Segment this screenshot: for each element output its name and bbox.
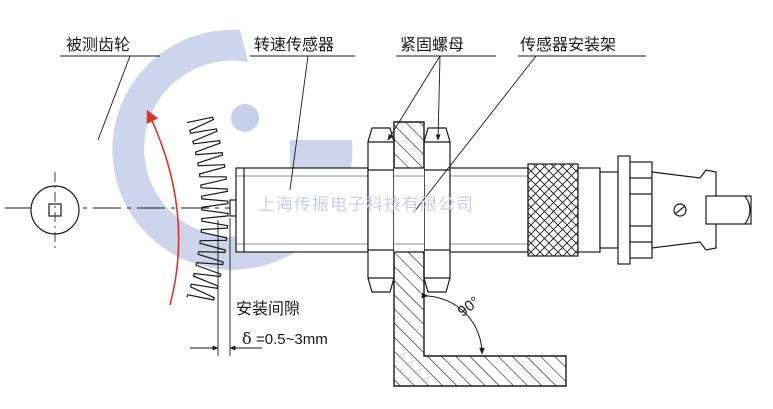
sensor-label: 转速传感器 <box>254 35 334 54</box>
speed-sensor <box>229 163 619 257</box>
connector-plug <box>617 155 752 265</box>
gap-dimension <box>190 218 262 356</box>
leader-lines <box>60 55 646 213</box>
gear-shaft <box>30 172 80 248</box>
gap-value: =0.5~3mm <box>256 331 328 348</box>
company-logo-icon <box>112 29 353 270</box>
mounting-bracket <box>393 121 567 387</box>
company-watermark: 上海传振电子科技有限公司 <box>258 195 474 215</box>
gap-symbol: δ <box>242 329 252 348</box>
gear-label: 被测齿轮 <box>66 35 130 54</box>
gear-teeth <box>186 116 229 301</box>
bracket-label: 传感器安装架 <box>520 35 616 54</box>
rotation-arrow-icon <box>146 109 180 306</box>
nut-label: 紧固螺母 <box>400 35 464 54</box>
angle-label: 90° <box>455 293 483 320</box>
lock-nut-left <box>367 127 395 293</box>
right-angle-indicator: 90° <box>421 292 485 355</box>
gap-title: 安装间隙 <box>236 299 300 318</box>
